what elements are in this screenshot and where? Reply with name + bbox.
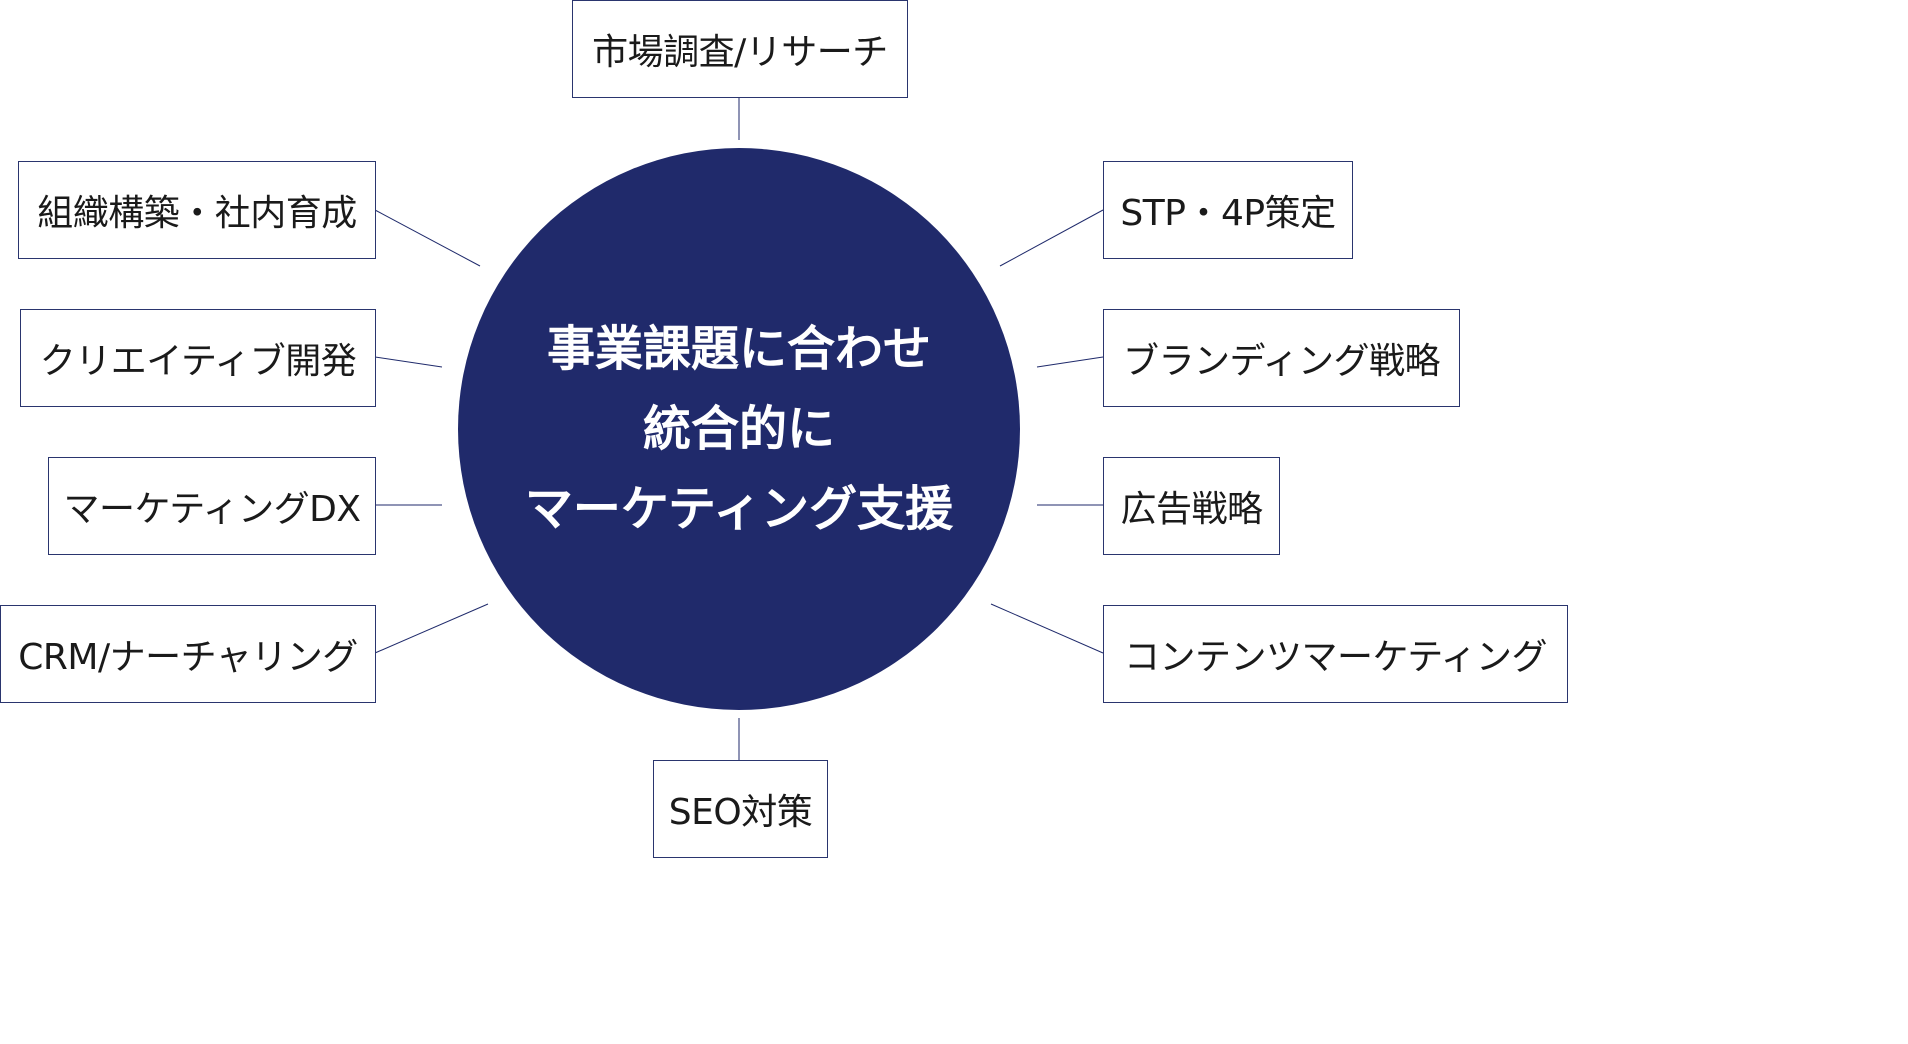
node-market-research-label: 市場調査/リサーチ: [592, 32, 888, 73]
node-advertising-label: 広告戦略: [1120, 489, 1263, 530]
connector-branding: [1036, 356, 1104, 368]
node-content-marketing: コンテンツマーケティング: [1103, 605, 1568, 703]
connector-organization: [374, 209, 481, 267]
node-stp-4p-label: STP・4P策定: [1120, 193, 1336, 234]
node-branding: ブランディング戦略: [1103, 309, 1460, 407]
connector-lines: [374, 98, 1104, 760]
connector-stp-4p: [999, 209, 1104, 267]
node-seo: SEO対策: [653, 760, 828, 858]
node-content-marketing-label: コンテンツマーケティング: [1123, 637, 1548, 678]
node-crm: CRM/ナーチャリング: [0, 605, 376, 703]
connector-crm: [374, 603, 489, 654]
center-circle: 事業課題に合わせ 統合的に マーケティング支援: [458, 148, 1020, 710]
center-line-1: 事業課題に合わせ: [546, 321, 931, 377]
node-market-research: 市場調査/リサーチ: [572, 0, 908, 98]
node-crm-label: CRM/ナーチャリング: [18, 637, 358, 678]
node-creative-label: クリエイティブ開発: [39, 341, 357, 382]
service-diagram: 事業課題に合わせ 統合的に マーケティング支援 市場調査/リサーチ 組織構築・社…: [0, 0, 1568, 858]
node-marketing-dx: マーケティングDX: [48, 457, 376, 555]
center-text: 事業課題に合わせ 統合的に マーケティング支援: [525, 315, 953, 543]
node-seo-label: SEO対策: [668, 792, 813, 833]
connector-creative: [374, 356, 443, 368]
center-line-2: 統合的に: [642, 401, 835, 457]
center-line-3: マーケティング支援: [524, 481, 954, 537]
node-stp-4p: STP・4P策定: [1103, 161, 1353, 259]
node-organization-label: 組織構築・社内育成: [37, 193, 357, 234]
connector-content-marketing: [990, 603, 1104, 654]
node-branding-label: ブランディング戦略: [1123, 341, 1440, 382]
node-creative: クリエイティブ開発: [20, 309, 376, 407]
node-organization: 組織構築・社内育成: [18, 161, 376, 259]
node-marketing-dx-label: マーケティングDX: [63, 489, 361, 530]
node-advertising: 広告戦略: [1103, 457, 1280, 555]
